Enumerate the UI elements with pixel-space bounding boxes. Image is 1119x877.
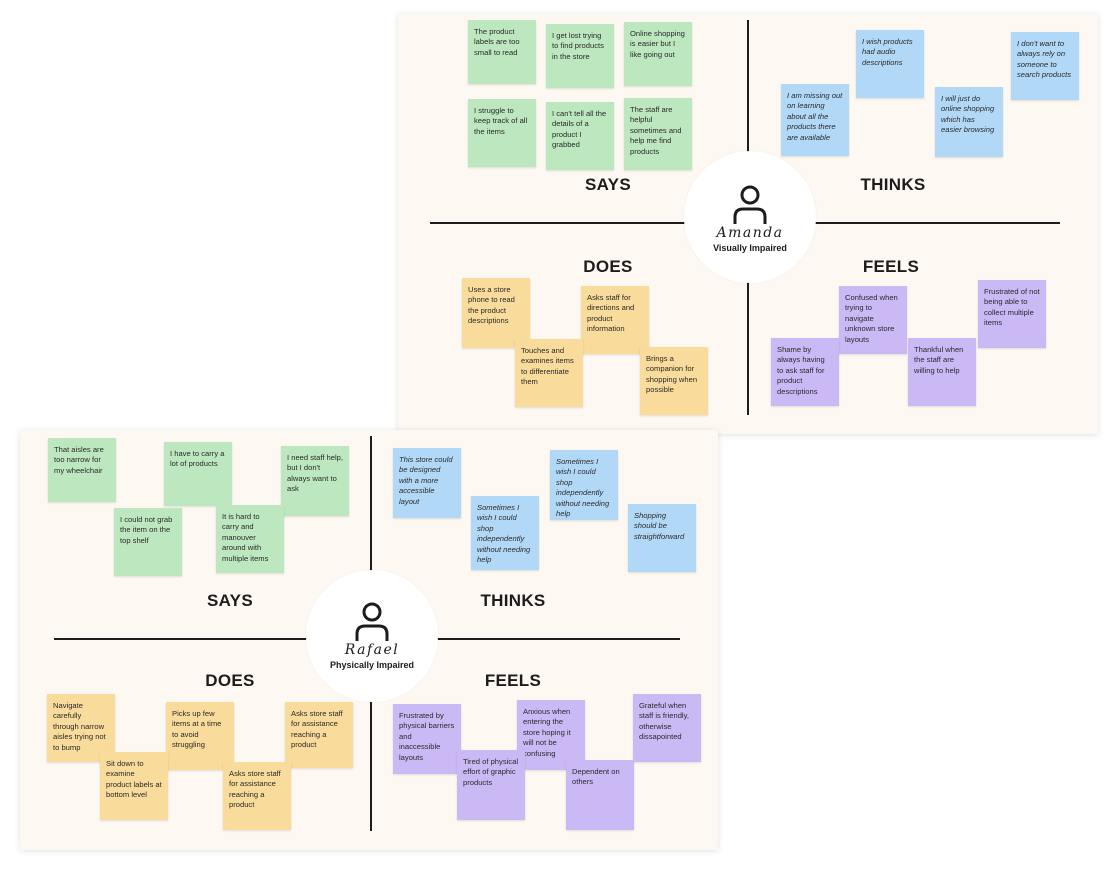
feels-heading: FEELS bbox=[484, 671, 542, 690]
empathy-map-rafael: That aisles are too narrow for my wheelc… bbox=[20, 430, 718, 850]
says-note[interactable]: That aisles are too narrow for my wheelc… bbox=[48, 438, 116, 502]
does-heading: DOES bbox=[205, 671, 255, 690]
says-note[interactable]: I struggle to keep track of all the item… bbox=[468, 99, 536, 167]
thinks-note[interactable]: Shopping should be straightforward bbox=[628, 504, 696, 572]
thinks-note[interactable]: Sometimes I wish I could shop independen… bbox=[471, 496, 539, 570]
says-note[interactable]: I can't tell all the details of a produc… bbox=[546, 102, 614, 170]
thinks-heading: THINKS bbox=[860, 175, 926, 194]
does-note[interactable]: Sit down to examine product labels at bo… bbox=[100, 752, 168, 820]
thinks-note[interactable]: I am missing out on learning about all t… bbox=[781, 84, 849, 156]
persona-rafael[interactable]: Rafael Physically Impaired bbox=[306, 570, 438, 702]
thinks-note[interactable]: This store could be designed with a more… bbox=[393, 448, 461, 518]
feels-note[interactable]: Dependent on others bbox=[566, 760, 634, 830]
does-note[interactable]: Brings a companion for shopping when pos… bbox=[640, 347, 708, 415]
says-note[interactable]: The staff are helpful sometimes and help… bbox=[624, 98, 692, 170]
says-note[interactable]: I have to carry a lot of products bbox=[164, 442, 232, 506]
persona-amanda[interactable]: Amanda Visually Impaired bbox=[684, 151, 816, 283]
does-note[interactable]: Asks staff for directions and product in… bbox=[581, 286, 649, 354]
persona-role: Physically Impaired bbox=[329, 660, 415, 670]
user-icon bbox=[733, 185, 767, 224]
feels-note[interactable]: Anxious when entering the store hoping i… bbox=[517, 700, 585, 770]
does-note[interactable]: Picks up few items at a time to avoid st… bbox=[166, 702, 234, 770]
empathy-map-amanda: The product labels are too small to read… bbox=[398, 14, 1098, 434]
feels-note[interactable]: Thankful when the staff are willing to h… bbox=[908, 338, 976, 406]
persona-role: Visually Impaired bbox=[713, 243, 787, 253]
feels-note[interactable]: Frustrated of not being able to collect … bbox=[978, 280, 1046, 348]
does-heading: DOES bbox=[583, 257, 633, 276]
persona-name: Rafael bbox=[344, 642, 400, 658]
feels-note[interactable]: Tired of physical effort of graphic prod… bbox=[457, 750, 525, 820]
says-note[interactable]: The product labels are too small to read bbox=[468, 20, 536, 84]
says-note[interactable]: I could not grab the item on the top she… bbox=[114, 508, 182, 576]
feels-note[interactable]: Shame by always having to ask staff for … bbox=[771, 338, 839, 406]
says-note[interactable]: I need staff help, but I don't always wa… bbox=[281, 446, 349, 516]
persona-name: Amanda bbox=[716, 225, 784, 241]
says-note[interactable]: Online shopping is easier but I like goi… bbox=[624, 22, 692, 86]
says-heading: SAYS bbox=[207, 591, 253, 610]
says-heading: SAYS bbox=[585, 175, 631, 194]
does-note[interactable]: Navigate carefully through narrow aisles… bbox=[47, 694, 115, 762]
says-note[interactable]: It is hard to carry and manouver around … bbox=[216, 505, 284, 573]
does-note[interactable]: Asks store staff for assistance reaching… bbox=[223, 762, 291, 830]
user-icon bbox=[355, 602, 389, 641]
does-note[interactable]: Asks store staff for assistance reaching… bbox=[285, 702, 353, 768]
thinks-note[interactable]: Sometimes I wish I could shop independen… bbox=[550, 450, 618, 520]
feels-heading: FEELS bbox=[862, 257, 920, 276]
feels-note[interactable]: Confused when trying to navigate unknown… bbox=[839, 286, 907, 354]
thinks-note[interactable]: I wish products had audio descriptions bbox=[856, 30, 924, 98]
says-note[interactable]: I get lost trying to find products in th… bbox=[546, 24, 614, 88]
feels-note[interactable]: Frustrated by physical barriers and inac… bbox=[393, 704, 461, 774]
feels-note[interactable]: Grateful when staff is friendly, otherwi… bbox=[633, 694, 701, 762]
thinks-note[interactable]: I don't want to always rely on someone t… bbox=[1011, 32, 1079, 100]
thinks-note[interactable]: I will just do online shopping which has… bbox=[935, 87, 1003, 157]
does-note[interactable]: Touches and examines items to differenti… bbox=[515, 339, 583, 407]
does-note[interactable]: Uses a store phone to read the product d… bbox=[462, 278, 530, 348]
thinks-heading: THINKS bbox=[480, 591, 546, 610]
